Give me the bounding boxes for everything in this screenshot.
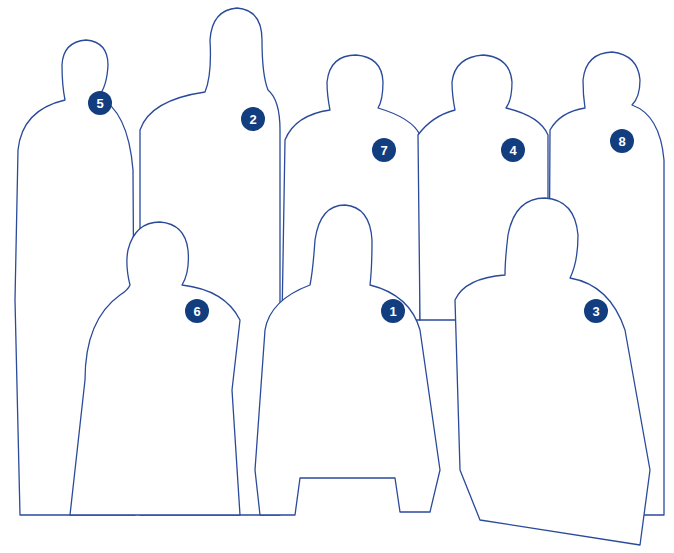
callout-number: 1 xyxy=(389,305,396,318)
callout-number: 3 xyxy=(592,305,599,318)
callout-circle: 2 xyxy=(241,107,265,131)
callout-number: 2 xyxy=(249,113,256,126)
callout-circle: 8 xyxy=(610,129,634,153)
callout-circle: 7 xyxy=(372,138,396,162)
callout-circle: 6 xyxy=(185,299,209,323)
person-silhouette xyxy=(255,205,440,515)
callout-number: 8 xyxy=(618,135,625,148)
callout-circle: 5 xyxy=(88,91,112,115)
callout-circle: 3 xyxy=(584,299,608,323)
callout-circle: 4 xyxy=(501,138,525,162)
callout-number: 7 xyxy=(380,144,387,157)
callout-number: 5 xyxy=(96,97,103,110)
callout-circle: 1 xyxy=(381,299,405,323)
callout-number: 4 xyxy=(509,144,516,157)
person-silhouette xyxy=(70,222,240,515)
callout-number: 6 xyxy=(193,305,200,318)
person-silhouette xyxy=(455,198,650,545)
